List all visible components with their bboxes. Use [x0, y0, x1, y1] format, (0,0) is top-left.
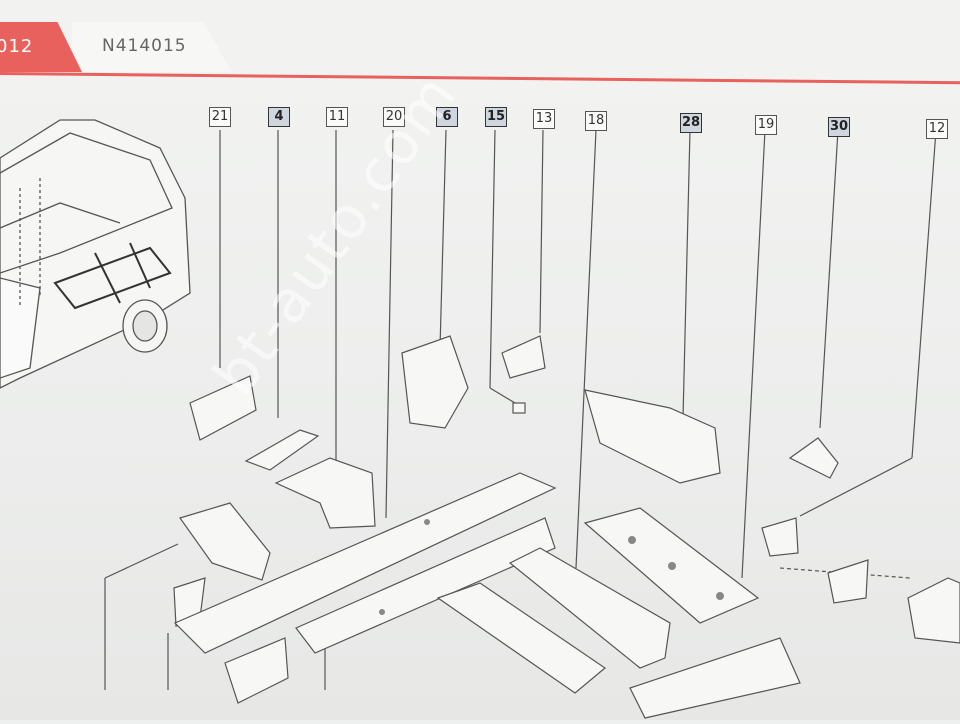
- van-illustration: [0, 119, 191, 389]
- part-30: [788, 437, 839, 479]
- tab-active-section[interactable]: 012: [0, 22, 82, 72]
- part-long-rail: [295, 517, 556, 654]
- diagram-drawing: [0, 119, 960, 719]
- leader-line: [385, 129, 394, 519]
- part-28: [584, 389, 721, 484]
- part-20-rail: [173, 472, 557, 654]
- callout-19[interactable]: 19: [755, 115, 777, 135]
- part-4: [244, 429, 320, 471]
- tab-label: 012: [0, 36, 34, 57]
- part-block: [224, 637, 289, 704]
- leader-line: [539, 129, 544, 334]
- callout-30[interactable]: 30: [828, 117, 850, 137]
- part-cross-member: [436, 582, 606, 694]
- callout-28[interactable]: 28: [680, 113, 702, 133]
- part-holes: [379, 519, 724, 615]
- part-channel: [508, 547, 671, 669]
- leader-line: [799, 457, 913, 517]
- part-lower-rail: [629, 637, 801, 719]
- leader-line: [104, 543, 179, 579]
- part-13: [501, 335, 546, 379]
- callout-21[interactable]: 21: [209, 107, 231, 127]
- part-6: [401, 335, 469, 429]
- part-12b: [827, 559, 869, 604]
- part-15-washer: [512, 402, 526, 414]
- tab-diagram-code[interactable]: N414015: [72, 22, 232, 72]
- callout-18[interactable]: 18: [585, 111, 607, 131]
- tab-label: N414015: [102, 36, 187, 56]
- tab-bar: N414015 012: [0, 0, 960, 76]
- part-edge: [907, 577, 960, 644]
- leader-line: [741, 129, 766, 579]
- part-12: [761, 517, 799, 557]
- leader-line: [439, 129, 447, 349]
- callout-6[interactable]: 6: [436, 107, 458, 127]
- part-21: [189, 375, 257, 441]
- leader-line: [682, 129, 691, 419]
- leader-line: [489, 129, 496, 389]
- part-11: [274, 457, 376, 529]
- callout-11[interactable]: 11: [326, 107, 348, 127]
- part-bracket-left: [179, 502, 271, 581]
- leader-line: [575, 129, 597, 569]
- callout-20[interactable]: 20: [383, 107, 405, 127]
- leader-line: [489, 387, 516, 404]
- callout-12[interactable]: 12: [926, 119, 948, 139]
- exploded-parts-diagram: 21 4 11 20 6 15 13 18 28 19 30 12 bt-aut…: [0, 61, 960, 720]
- callout-15[interactable]: 15: [485, 107, 507, 127]
- callout-13[interactable]: 13: [533, 109, 555, 129]
- leader-line: [911, 129, 937, 459]
- leader-line: [819, 129, 839, 429]
- callout-4[interactable]: 4: [268, 107, 290, 127]
